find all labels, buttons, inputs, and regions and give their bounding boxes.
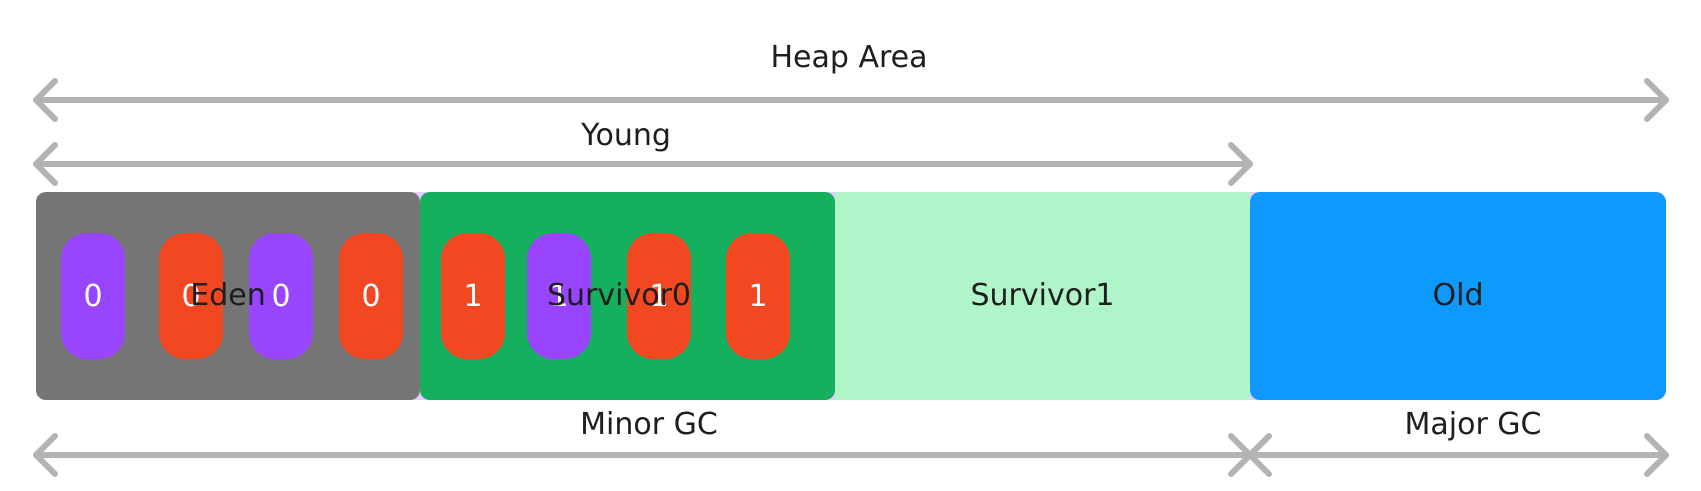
object-block: 0 (159, 233, 223, 359)
old-label: Old (1432, 278, 1484, 313)
object-block: 0 (61, 233, 125, 359)
survivor1-region: Survivor1 (835, 192, 1250, 400)
object-block: 1 (627, 233, 691, 359)
object-block: 0 (339, 233, 403, 359)
object-block: 1 (527, 233, 591, 359)
young-arrow (33, 142, 1253, 186)
major-gc-arrow (1247, 433, 1669, 477)
object-block: 0 (249, 233, 313, 359)
survivor0-overlay-label: Survivor0 (546, 278, 692, 313)
heap-area-label: Heap Area (770, 40, 928, 75)
heap-area-arrow (33, 78, 1669, 122)
object-block: 1 (726, 233, 790, 359)
major-gc-label: Major GC (1404, 407, 1542, 442)
old-region: Old (1250, 192, 1666, 400)
eden-overlay-label: Eden (190, 278, 266, 313)
minor-gc-label: Minor GC (580, 407, 718, 442)
young-label: Young (581, 118, 671, 153)
object-block: 1 (441, 233, 505, 359)
survivor1-label: Survivor1 (970, 278, 1115, 313)
